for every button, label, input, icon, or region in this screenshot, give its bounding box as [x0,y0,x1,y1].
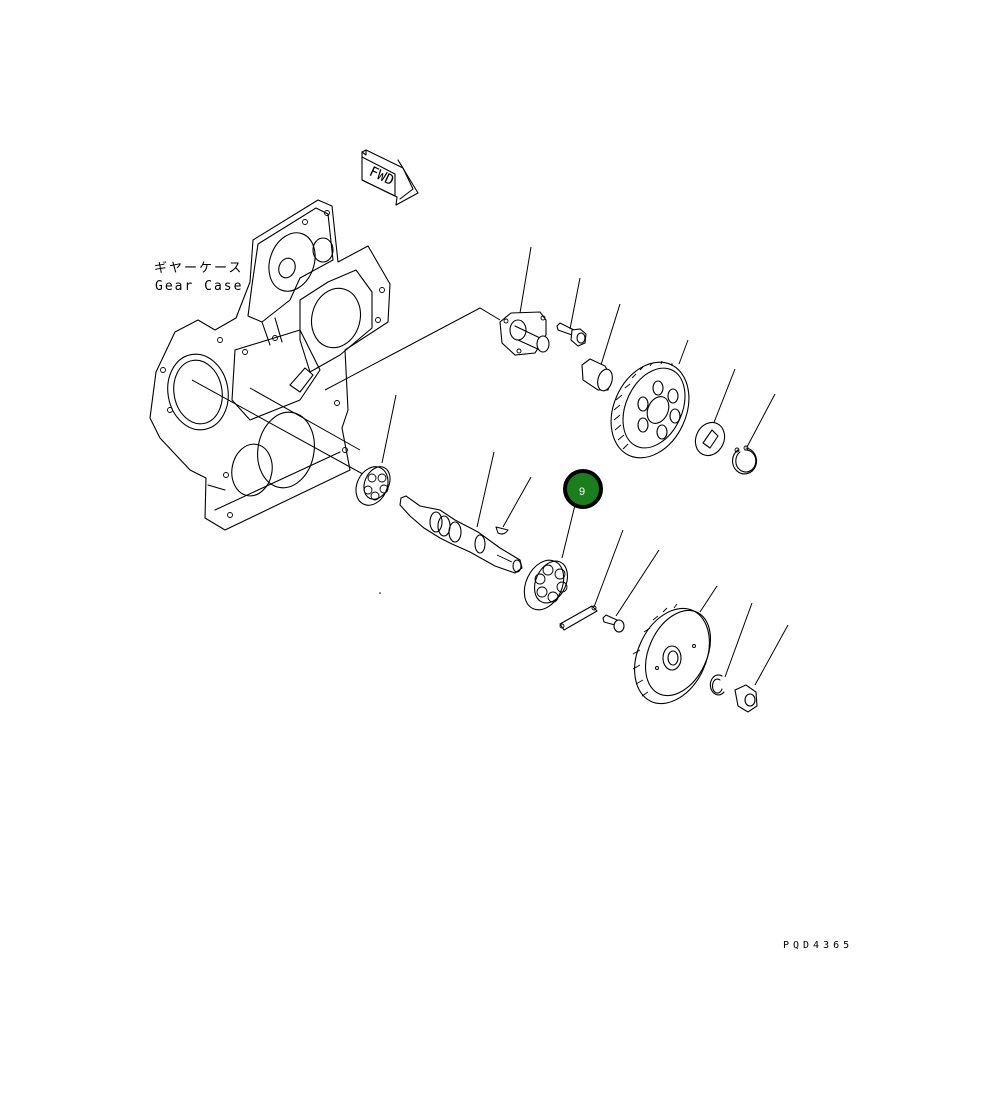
gear-case-label-jp: ギヤーケース [154,261,243,276]
bearing-front [355,466,391,506]
callout-9-circle[interactable] [563,469,603,509]
stray-dot [379,592,381,594]
drive-gear [632,603,711,705]
bearing [523,559,569,611]
fwd-label: FWD [367,164,397,189]
callout-9[interactable]: 9 [563,469,603,509]
c-ring [709,674,725,696]
nut [734,684,758,713]
lock-plate [559,605,598,631]
bolt [556,322,587,347]
forward-arrow-icon: FWD [361,149,419,206]
leader-lines [191,246,789,686]
idler-shaft-bracket [499,311,550,356]
thrust-washer [694,421,726,457]
callout-9-label[interactable]: 9 [579,486,585,498]
gear-case [149,199,391,531]
drawing-code: PQD4365 [783,940,853,951]
snap-ring [732,445,758,475]
gear-case-label: ギヤーケース Gear Case [154,261,243,294]
bushing [581,358,613,392]
bolt-small [602,614,625,633]
idler-gear [610,360,690,459]
woodruff-key [495,526,509,535]
gear-case-label-en: Gear Case [155,279,243,294]
shaft [399,495,523,574]
